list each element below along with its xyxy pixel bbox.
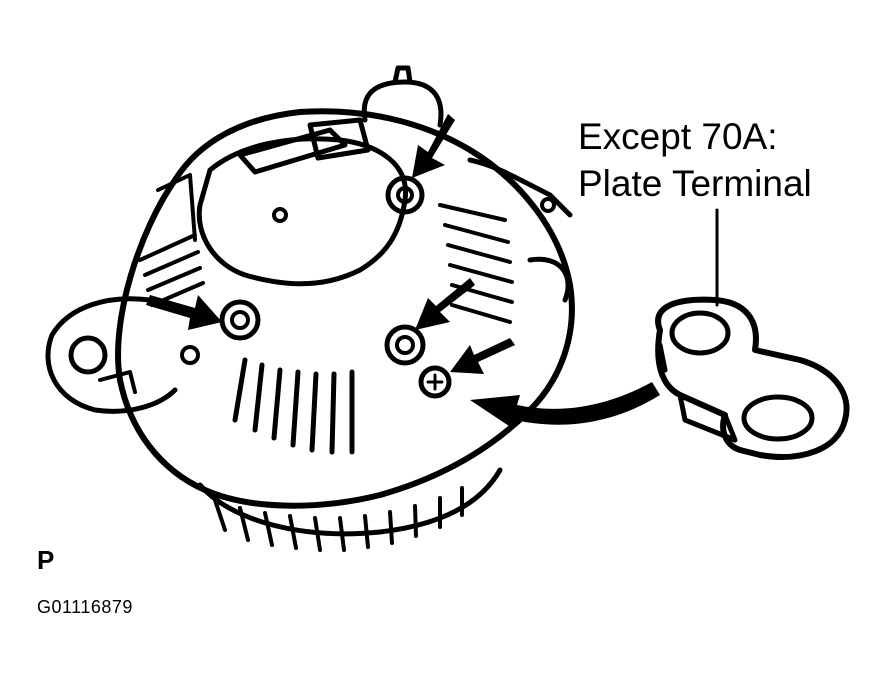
curved-pointer — [470, 382, 660, 428]
bolt-top — [385, 175, 425, 215]
top-boss — [361, 65, 444, 128]
arrow-left-bolt — [146, 295, 222, 330]
right-side-fins — [438, 157, 573, 324]
plate-terminal — [655, 296, 850, 460]
arrow-terminal — [450, 338, 515, 374]
figure-code: G01116879 — [37, 597, 133, 617]
bolt-center — [384, 324, 426, 366]
bolt-left — [219, 299, 261, 341]
callout-line-2: Plate Terminal — [578, 163, 812, 204]
rear-cover — [196, 117, 409, 287]
left-vent-grille — [138, 173, 205, 307]
arrow-center-bolt — [415, 278, 475, 330]
arrow-top-bolt — [412, 114, 455, 178]
view-letter: P — [37, 545, 55, 575]
callout-line-1: Except 70A: — [578, 116, 778, 157]
left-mounting-ear — [45, 296, 178, 414]
terminal-screw — [418, 365, 452, 399]
bottom-vent-slots — [180, 345, 355, 455]
